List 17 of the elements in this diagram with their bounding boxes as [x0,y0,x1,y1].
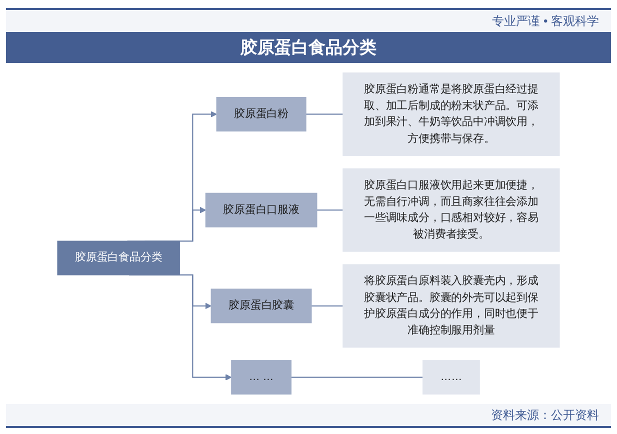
connector [316,210,344,211]
node-box [422,360,480,395]
node-box [216,96,306,132]
node-box [342,168,560,252]
node-box [231,360,292,395]
node-box [205,192,318,228]
source-note: 资料来源：公开资料 [491,406,599,424]
connector [291,376,424,378]
flowchart: 胶原蛋白食品分类 胶原蛋白粉 胶原蛋白粉通常是将胶原蛋白经过提取、加工后制成的粉末状产品。可添加到果汁、牛奶等饮品中冲调饮用，方便携带与保存。 胶原蛋白口服液 胶原蛋白口服液饮用起来更加便捷，无需自行冲调，而且商家往往会添加一些调味成分，口感相对较好，容易被消费者接受。 胶原蛋白胶囊 将胶原蛋白原料装入胶囊壳内，形成胶囊状产品。胶囊的外壳可以起到保护胶原蛋白成分的作用，同时也便于准确控制服用剂量 … … …… [6,67,611,400]
connector [311,305,344,306]
connector [306,114,344,115]
title-bar: 胶原蛋白食品分类 [6,32,611,63]
node-box [210,288,312,324]
slogan-text: 专业严谨 • 客观科学 [492,12,599,30]
node-box [342,72,560,156]
node-box [57,240,180,276]
node-box [342,264,560,348]
